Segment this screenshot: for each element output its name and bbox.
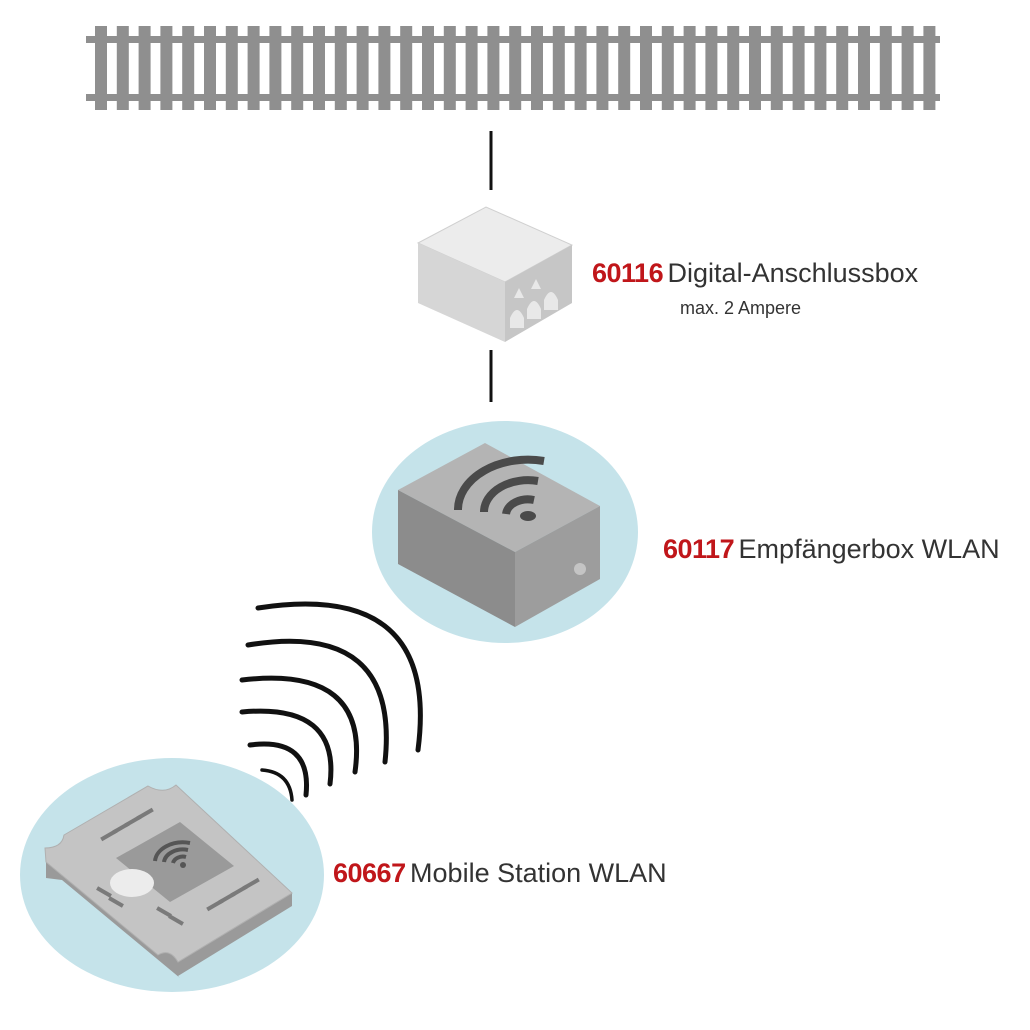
track-sleeper — [160, 26, 173, 110]
track-sleeper — [749, 26, 761, 110]
product-number: 60117 — [663, 534, 735, 564]
track-sleeper — [422, 26, 434, 110]
receiver-box-illustration — [372, 421, 638, 643]
track-sleeper — [814, 26, 827, 110]
track-rail-bottom — [86, 94, 940, 101]
label-mobile-station: 60667 Mobile Station WLAN — [333, 858, 667, 889]
label-receiver-box: 60117 Empfängerbox WLAN — [663, 534, 1000, 565]
track-sleeper — [313, 26, 325, 110]
track-sleeper — [531, 26, 543, 110]
product-name: Digital-Anschlussbox — [667, 258, 919, 288]
label-digital-box: 60116 Digital-Anschlussbox — [592, 258, 918, 289]
track-rail-top — [86, 36, 940, 43]
track-sleeper — [574, 26, 587, 110]
track-sleeper — [661, 26, 674, 110]
track-sleeper — [116, 26, 129, 110]
wifi-icon — [153, 840, 191, 868]
status-led — [574, 563, 586, 575]
wifi-icon — [453, 455, 545, 521]
track-sleepers — [95, 26, 936, 110]
product-subtitle: max. 2 Ampere — [680, 298, 802, 318]
rail-track — [86, 26, 940, 110]
track-sleeper — [487, 26, 500, 110]
track-sleeper — [901, 26, 914, 110]
track-sleeper — [269, 26, 282, 110]
mobile-station-illustration — [20, 758, 324, 992]
socket-icon — [544, 292, 558, 310]
track-sleeper — [770, 26, 783, 110]
track-sleeper — [858, 26, 870, 110]
track-sleeper — [596, 26, 609, 110]
track-sleeper — [182, 26, 195, 110]
track-sleeper — [792, 26, 805, 110]
track-sleeper — [204, 26, 216, 110]
control-knob — [110, 869, 154, 897]
track-sleeper — [138, 26, 151, 110]
track-sleeper — [879, 26, 892, 110]
track-sleeper — [640, 26, 652, 110]
track-sleeper — [552, 26, 565, 110]
track-sleeper — [334, 26, 347, 110]
track-sleeper — [618, 26, 631, 110]
track-sleeper — [727, 26, 740, 110]
product-number: 60116 — [592, 258, 664, 288]
track-sleeper — [683, 26, 696, 110]
track-sleeper — [705, 26, 718, 110]
track-sleeper — [465, 26, 478, 110]
radio-waves-icon — [239, 601, 423, 802]
product-name: Empfängerbox WLAN — [738, 534, 1000, 564]
track-sleeper — [443, 26, 456, 110]
track-sleeper — [400, 26, 413, 110]
track-sleeper — [836, 26, 849, 110]
product-number: 60667 — [333, 858, 406, 888]
track-sleeper — [509, 26, 522, 110]
track-sleeper — [356, 26, 369, 110]
product-name: Mobile Station WLAN — [410, 858, 667, 888]
track-sleeper — [95, 26, 107, 110]
track-sleeper — [291, 26, 304, 110]
track-sleeper — [378, 26, 391, 110]
button-slots — [96, 807, 260, 926]
track-sleeper — [923, 26, 936, 110]
digital-box-illustration — [416, 206, 574, 342]
track-sleeper — [225, 26, 238, 110]
track-sleeper — [247, 26, 260, 110]
socket-icon — [527, 301, 541, 319]
socket-icon — [510, 310, 524, 328]
